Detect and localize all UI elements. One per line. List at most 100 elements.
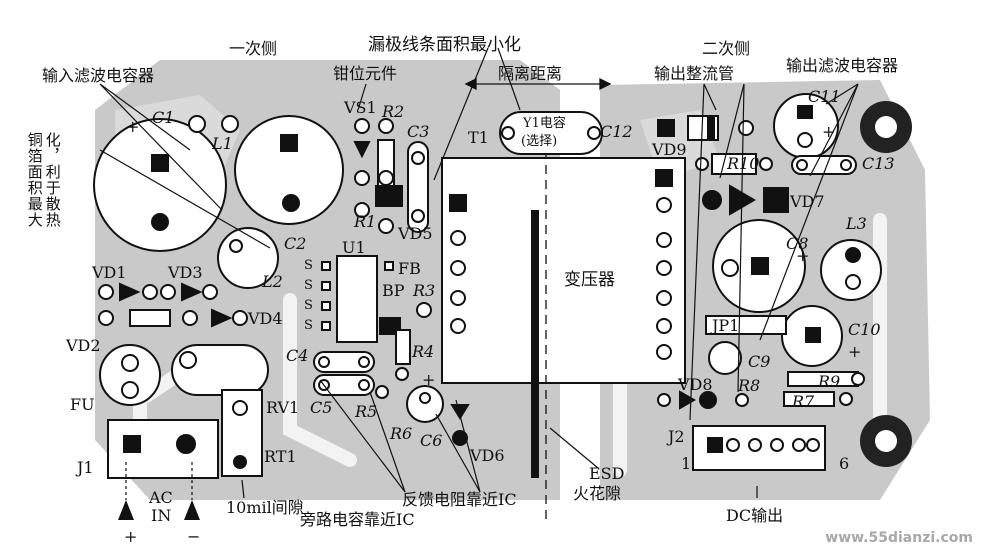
ac-in-leads <box>125 462 193 500</box>
ref-r8: R8 <box>738 376 761 395</box>
ref-c5: C5 <box>310 398 333 417</box>
label-ac: AC <box>149 488 173 507</box>
label-copper-line1: 铜箔面积最大 <box>25 132 44 228</box>
ref-r6: R6 <box>390 424 413 443</box>
output-bottom <box>657 371 865 410</box>
ref-vd9: VD9 <box>652 140 687 159</box>
pin-s-4: S <box>304 318 313 333</box>
ref-r7: R7 <box>792 392 815 411</box>
inductor-l2 <box>217 227 279 289</box>
ref-r5: R5 <box>355 402 378 421</box>
ref-fu: FU <box>70 395 95 414</box>
watermark: www.55dianzi.com <box>825 530 973 546</box>
polarity-ac-plus: + <box>124 527 138 546</box>
label-isolation-distance: 隔离距离 <box>498 64 563 83</box>
ref-c8: C8 <box>786 234 809 253</box>
cap-vd2 <box>99 344 161 406</box>
ref-rv1: RV1 <box>266 398 300 417</box>
label-bypass-cap: 旁路电容靠近IC <box>300 510 415 529</box>
connector-j2 <box>692 425 826 471</box>
ref-j2: J2 <box>668 427 685 446</box>
ref-c3: C3 <box>407 122 430 141</box>
label-secondary-side: 二次侧 <box>702 39 751 58</box>
ref-r9: R9 <box>818 372 841 391</box>
polarity-c11: + <box>822 122 836 141</box>
ref-t1: T1 <box>468 128 489 147</box>
mounting-holes <box>860 101 912 467</box>
ref-vd7: VD7 <box>790 192 825 211</box>
label-y1-cap: Y1电容 <box>523 116 566 131</box>
ref-c2: C2 <box>284 234 307 253</box>
transformer-t1 <box>441 157 686 384</box>
ref-c11: C11 <box>808 87 841 106</box>
ac-in-arrows <box>118 500 200 520</box>
output-caps <box>708 93 882 375</box>
label-10mil-gap: 10mil间隙 <box>226 498 304 517</box>
pin-s-2: S <box>304 278 313 293</box>
ref-r3: R3 <box>413 281 436 300</box>
pin-j2-1: 1 <box>681 454 692 473</box>
inductor-l1-pads <box>188 115 239 133</box>
ref-vd5: VD5 <box>398 224 433 243</box>
feedback-parts <box>395 302 470 446</box>
label-esd: ESD <box>589 464 625 483</box>
polarity-c10: + <box>848 342 862 361</box>
ref-c12: C12 <box>600 122 633 141</box>
pin-s-3: S <box>304 298 313 313</box>
label-spark-gap: 火花隙 <box>573 484 622 503</box>
ref-c1: C1 <box>152 108 175 127</box>
diode-bridge <box>98 282 248 328</box>
ref-l3: L3 <box>846 214 867 233</box>
ref-bp: BP <box>382 281 405 300</box>
ref-c4: C4 <box>286 346 309 365</box>
label-output-rectifier: 输出整流管 <box>654 64 735 83</box>
ref-c9: C9 <box>748 352 771 371</box>
ref-vd2: VD2 <box>66 336 101 355</box>
polarity-ac-minus: − <box>187 527 201 546</box>
capacitor-c2 <box>234 115 344 225</box>
pin-s-1: S <box>304 258 313 273</box>
label-dc-output: DC输出 <box>726 506 784 525</box>
ref-vd3: VD3 <box>168 263 203 282</box>
ref-u1: U1 <box>342 238 366 257</box>
label-feedback-resistor: 反馈电阻靠近IC <box>402 490 517 509</box>
ref-c6: C6 <box>420 431 443 450</box>
label-in: IN <box>151 506 172 525</box>
bypass-caps <box>313 351 389 399</box>
ref-fb: FB <box>398 259 421 278</box>
ref-r10: R10 <box>727 154 760 173</box>
polarity-c8: + <box>796 246 810 265</box>
polarity-c1: + <box>126 117 140 136</box>
ref-vd8: VD8 <box>678 375 713 394</box>
title-drain-trace: 漏极线条面积最小化 <box>368 35 521 55</box>
label-primary-side: 一次侧 <box>229 39 278 58</box>
ref-c10: C10 <box>848 320 881 339</box>
pin-j2-6: 6 <box>839 454 850 473</box>
isolation-arrow <box>464 77 612 91</box>
ref-vd1: VD1 <box>92 263 127 282</box>
ic-u1 <box>321 255 401 343</box>
ref-r2: R2 <box>382 102 405 121</box>
isolation-barrier <box>531 210 539 478</box>
ref-c13: C13 <box>862 154 895 173</box>
label-y1-select: (选择) <box>521 134 558 149</box>
label-clamp: 钳位元件 <box>333 64 398 83</box>
ref-rt1: RT1 <box>264 447 297 466</box>
ref-vd4: VD4 <box>248 309 283 328</box>
ref-l1: L1 <box>212 134 233 153</box>
y1-cap-outline <box>499 111 603 155</box>
ref-j1: J1 <box>77 458 94 477</box>
ref-vd6: VD6 <box>470 446 505 465</box>
ref-r4: R4 <box>412 342 435 361</box>
label-input-filter-cap: 输入滤波电容器 <box>42 66 155 85</box>
ref-r1: R1 <box>354 212 377 231</box>
cap-oval <box>171 344 269 396</box>
ref-l2: L2 <box>262 272 283 291</box>
clamp-components <box>353 118 429 234</box>
label-copper-line2: 化，利于散热 <box>43 132 62 228</box>
label-transformer: 变压器 <box>564 270 615 290</box>
leader-lines <box>99 47 859 499</box>
polarity-c6: + <box>422 370 436 389</box>
ref-vs1: VS1 <box>344 98 377 117</box>
